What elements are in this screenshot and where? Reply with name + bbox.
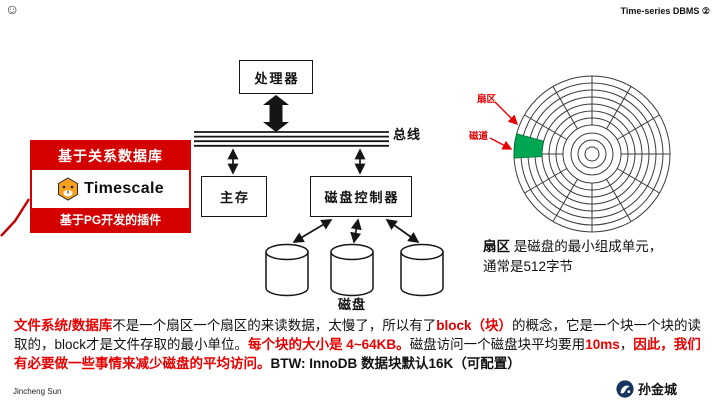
timescale-callout: 基于关系数据库 Timescale 基于PG开发的插件 <box>30 140 191 233</box>
disk-caption-rest: 是磁盘的最小组成单元， <box>510 239 663 254</box>
callout-pointer-line <box>0 198 31 237</box>
wechat-badge: 孙金城 <box>616 379 677 398</box>
processor-box: 处理器 <box>239 60 313 94</box>
sector-highlight <box>513 133 545 159</box>
connection-arrows <box>227 148 420 244</box>
note-segment: 10ms <box>585 337 620 352</box>
main-memory-box: 主存 <box>201 176 267 217</box>
note-segment: ， <box>619 337 634 352</box>
disk-caption-term: 扇区 <box>483 239 510 254</box>
platter-annotation-arrows <box>489 101 519 150</box>
note-paragraph: 文件系统/数据库不是一个扇区一个扇区的来读数据，太慢了，所以有了block（块）… <box>14 316 704 373</box>
cpu-bus-connector <box>263 95 289 132</box>
sector-pointer-label: 扇区 <box>477 94 497 105</box>
wechat-logo-icon <box>616 379 634 398</box>
note-segment: 磁盘访问一个磁盘块平均要用 <box>409 337 586 352</box>
note-segment: 每个块的大小是 4~64KB。 <box>248 337 410 352</box>
callout-title: 基于关系数据库 <box>32 142 189 170</box>
disk-controller-box: 磁盘控制器 <box>310 176 412 217</box>
timescale-tiger-logo-icon <box>58 177 79 201</box>
disks-label: 磁盘 <box>337 297 366 312</box>
disk-caption: 扇区 是磁盘的最小组成单元， 通常是512字节 <box>483 237 693 276</box>
callout-subtitle: 基于PG开发的插件 <box>32 208 189 231</box>
disk-caption-line2: 通常是512字节 <box>483 258 574 274</box>
slide-corner-label: Time-series DBMS ② <box>620 6 710 16</box>
note-segment: 的概念，它是一个块一个块的读取的，block才是文件存取的最小单位。 <box>14 318 702 352</box>
bus-lines <box>194 131 389 147</box>
note-segment: 不是一个扇区一个扇区的来读数据，太慢了，所以有了 <box>112 318 437 333</box>
timescale-brand-row: Timescale <box>32 170 189 208</box>
wechat-account-name: 孙金城 <box>638 382 678 397</box>
bus-label: 总线 <box>393 127 422 142</box>
disk-cylinders <box>265 243 444 297</box>
note-segment: 因此，我们有必要做一些事情来减少磁盘的平均访问。 <box>14 337 701 371</box>
author-credit: Jincheng Sun <box>13 387 62 396</box>
note-segment: block（块） <box>436 318 513 333</box>
smiley-icon: ☺ <box>5 1 20 17</box>
track-pointer-label: 磁道 <box>469 131 489 142</box>
note-segment: 文件系统/数据库 <box>14 318 113 333</box>
note-segment: BTW: InnoDB 数据块默认16K（可配置） <box>270 356 521 371</box>
timescale-brand-name: Timescale <box>84 180 164 197</box>
